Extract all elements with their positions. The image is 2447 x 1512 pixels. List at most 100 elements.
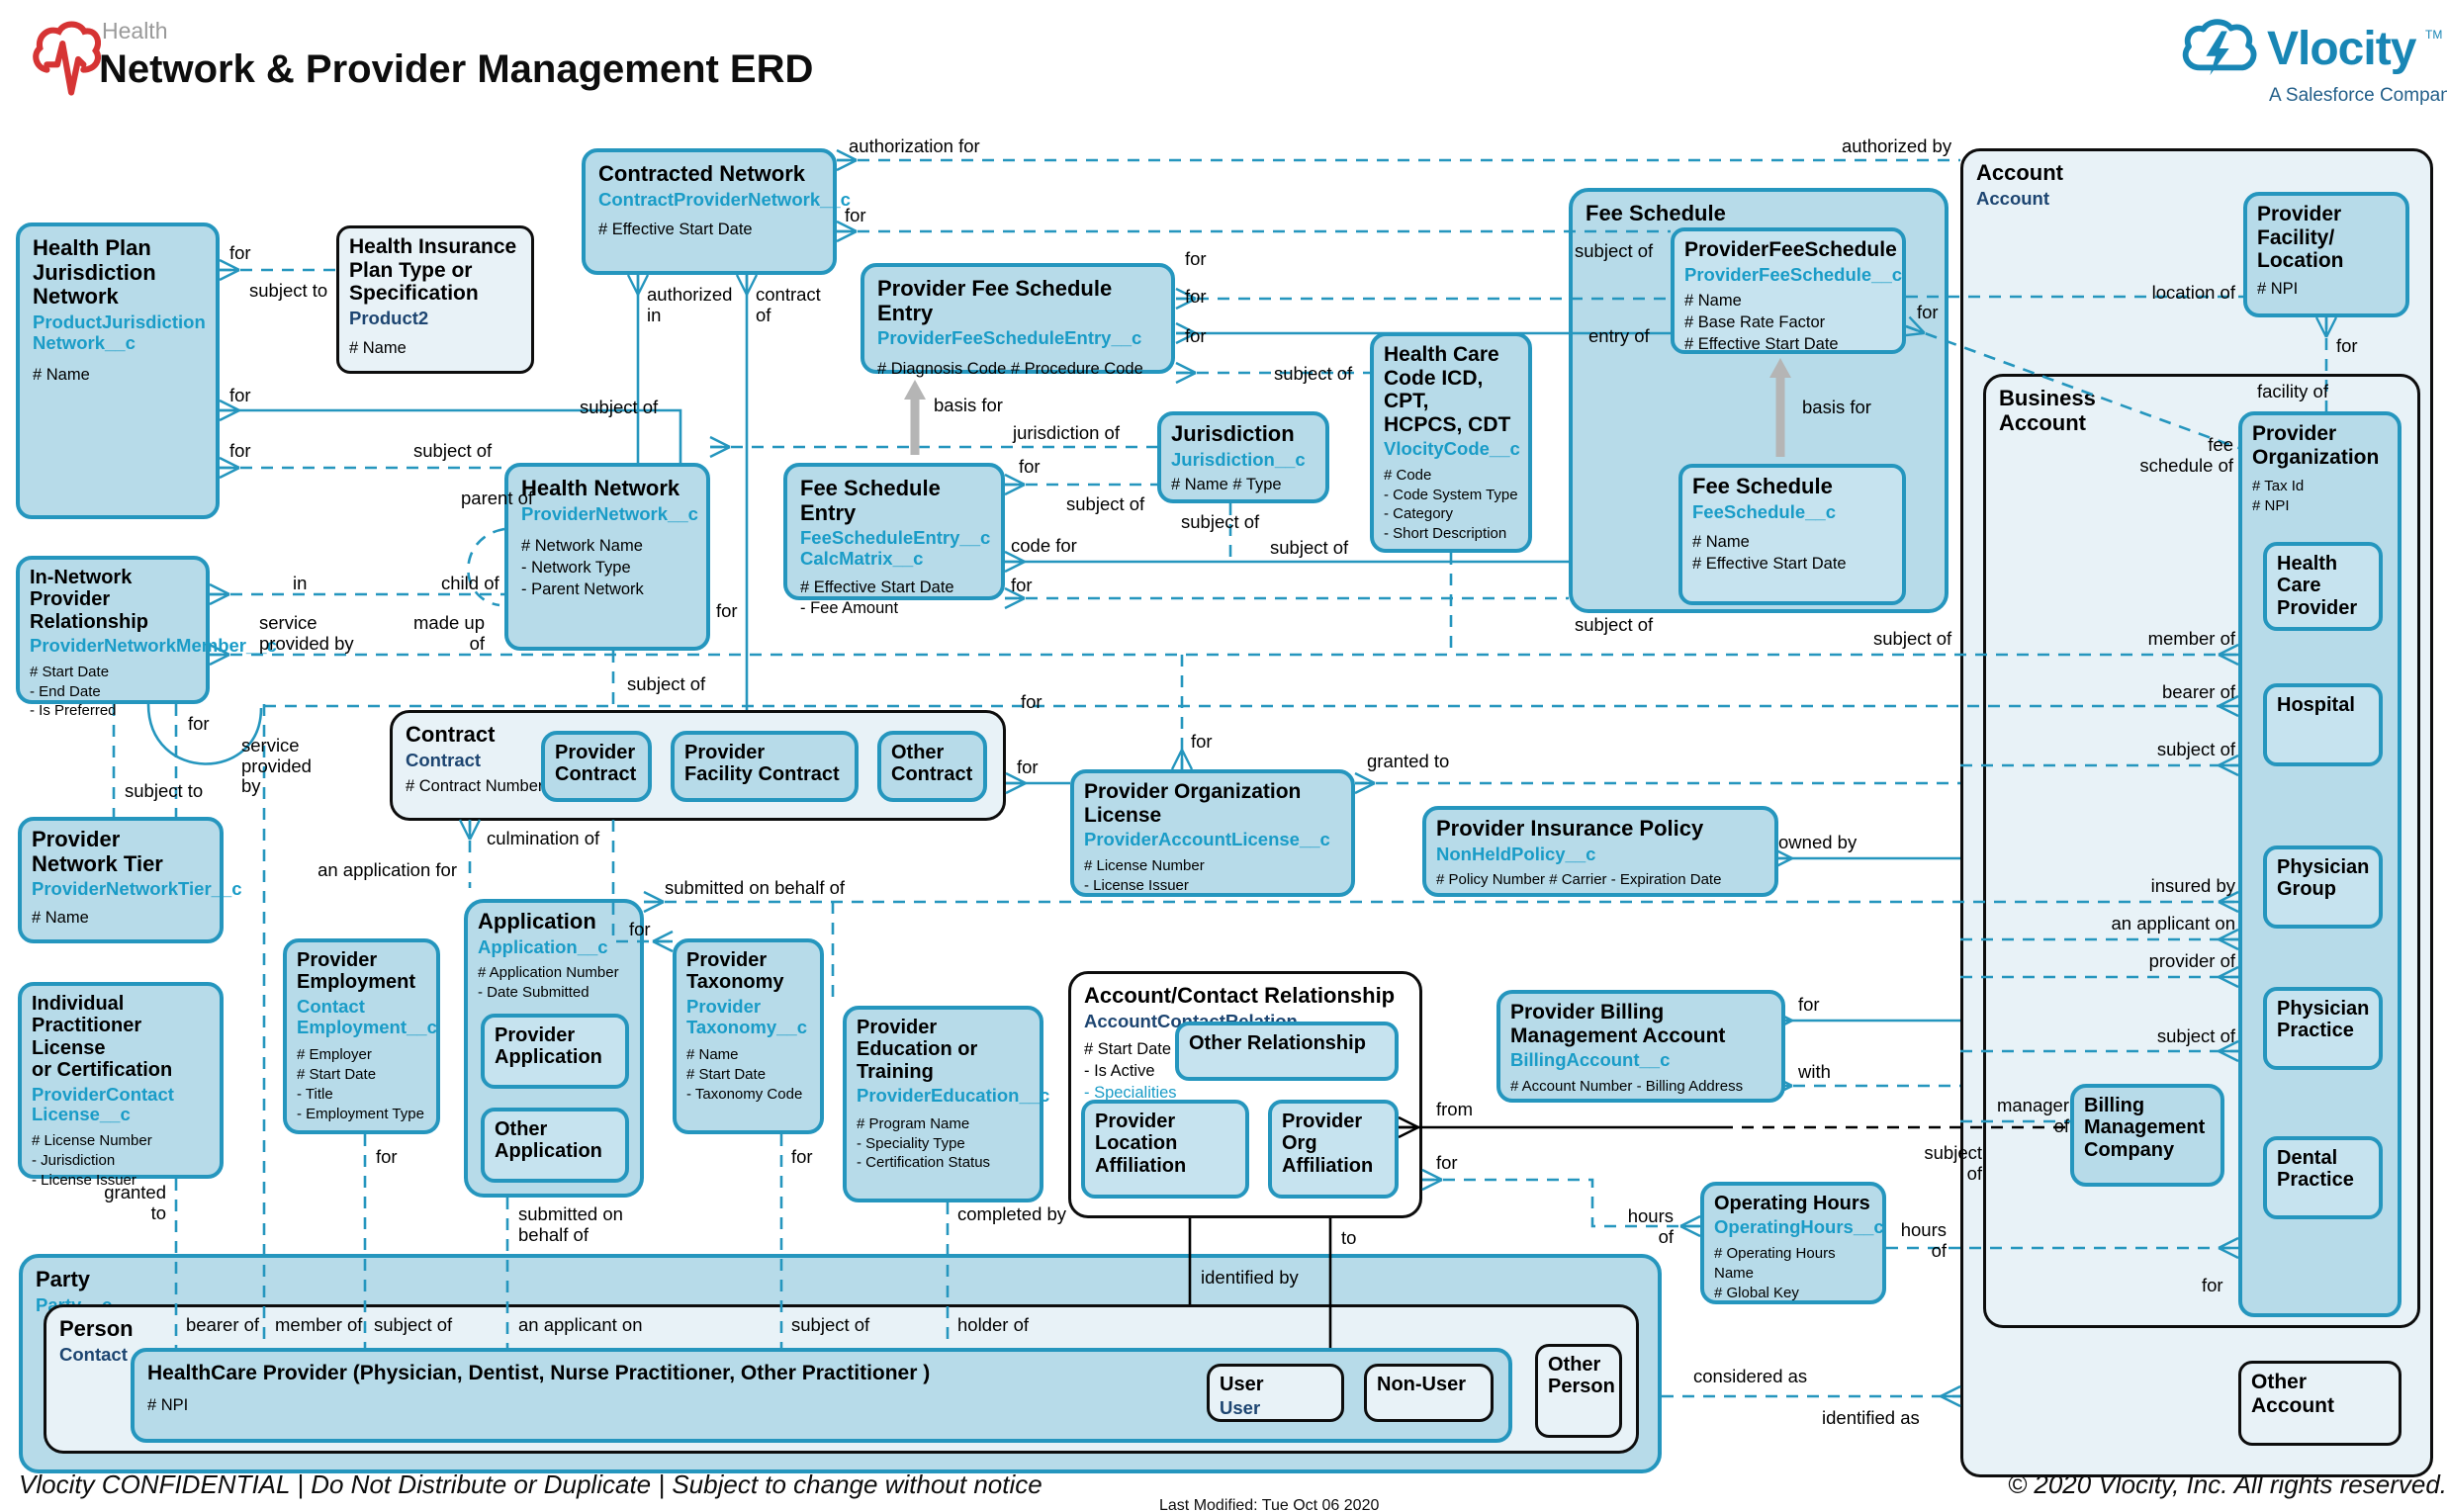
provider-employment-attr-3: - Employment Type: [297, 1105, 424, 1122]
provider-billing-management-account-api-name: BillingAccount__c: [1510, 1049, 1671, 1071]
individual-practitioner-license-title: Individual Practitioner License or Certi…: [32, 993, 173, 1082]
provider-facility-location: Provider Facility/ Location# NPI: [2243, 192, 2409, 317]
provider-organization-attr-0: # Tax Id: [2252, 478, 2305, 495]
fee-schedule-entry-api-name: FeeScheduleEntry__c CalcMatrix__c: [800, 527, 991, 569]
connector-line: [836, 220, 858, 243]
contracted-network-title: Contracted Network: [598, 161, 806, 186]
relationship-label-75: bearer of: [186, 1314, 260, 1335]
relationship-label-67: for: [376, 1146, 398, 1167]
relationship-label-24: parent of: [461, 488, 534, 508]
group-application-api-name: Application__c: [478, 935, 608, 957]
provider-application: Provider Application: [481, 1014, 629, 1089]
relationship-label-43: owned by: [1778, 832, 1858, 852]
connector-line: [1422, 1178, 1700, 1228]
connector-line: [643, 890, 665, 914]
group-contract-title: Contract: [406, 722, 496, 747]
operating-hours-attr-0: # Operating Hours Name: [1714, 1245, 1836, 1282]
in-network-provider-relationship-attr-0: # Start Date: [30, 663, 110, 680]
hospital: Hospital: [2263, 683, 2383, 766]
relationship-label-64: to: [1341, 1227, 1357, 1248]
provider-organization-license-attr-0: # License Number: [1084, 856, 1205, 874]
provider-org-affiliation-title: Provider Org Affiliation: [1282, 1111, 1374, 1177]
relationship-label-8: for: [1185, 286, 1207, 307]
relationship-label-16: location of: [2151, 282, 2235, 303]
relationship-label-32: subject of: [1575, 614, 1654, 635]
group-account-title: Account: [1976, 160, 2063, 185]
relationship-label-70: granted to: [104, 1182, 166, 1223]
basis-for-arrow: [1769, 358, 1791, 378]
relationship-label-21: subject of: [580, 397, 659, 417]
group-person-title: Person: [59, 1316, 134, 1341]
group-account-contact-relationship-attr-2: - Specialities: [1084, 1083, 1177, 1102]
relationship-label-4: subject to: [249, 280, 328, 301]
health-care-code-attr-3: - Short Description: [1384, 525, 1507, 543]
relationship-label-5: authorized in: [647, 284, 733, 325]
connector-line: [219, 456, 240, 480]
provider-fee-schedule-title: ProviderFeeSchedule: [1684, 238, 1897, 261]
connector-line: [1004, 473, 1026, 496]
last-modified-text: Last Modified: Tue Oct 06 2020: [1159, 1497, 1380, 1512]
health-plan-jurisdiction-network-title: Health Plan Jurisdiction Network: [33, 235, 156, 310]
other-contract: Other Contract: [877, 731, 987, 802]
connector-line: [1005, 771, 1027, 795]
individual-practitioner-license-api-name: ProviderContact License__c: [32, 1083, 174, 1125]
salesforce-tagline: A Salesforce Company: [2269, 85, 2447, 106]
relationship-label-40: for: [1017, 756, 1039, 777]
relationship-label-20: for: [229, 385, 251, 405]
group-account-contact-relationship-attr-0: # Start Date: [1084, 1040, 1172, 1059]
physician-group-title: Physician Group: [2277, 856, 2370, 901]
relationship-label-25: jurisdiction of: [1013, 422, 1120, 443]
relationship-label-45: member of: [2147, 628, 2235, 649]
relationship-label-19: fee schedule of: [2139, 434, 2233, 476]
provider-org-affiliation: Provider Org Affiliation: [1268, 1100, 1399, 1199]
relationship-label-59: for: [1436, 1152, 1458, 1173]
connector-line: [2218, 643, 2239, 667]
fee-schedule-entry-attr-0: # Effective Start Date: [800, 578, 954, 596]
relationship-label-35: made up of: [413, 612, 485, 654]
provider-taxonomy-attr-0: # Name: [686, 1046, 739, 1064]
connector-line: [2218, 928, 2239, 951]
connector-line: [2218, 1039, 2239, 1063]
individual-practitioner-license-attr-2: - License Issuer: [32, 1171, 136, 1189]
connector-line: [2218, 890, 2239, 914]
connector-line: [1175, 287, 1197, 311]
group-contract-api-name: Contract: [406, 749, 482, 770]
healthcare-provider-title: HealthCare Provider (Physician, Dentist,…: [147, 1362, 931, 1384]
health-network-attr-2: - Parent Network: [521, 579, 644, 598]
dental-practice-title: Dental Practice: [2277, 1147, 2354, 1192]
other-application-title: Other Application: [495, 1118, 602, 1163]
relationship-label-47: subject of: [2156, 739, 2235, 759]
relationship-label-60: subject of: [1924, 1142, 1982, 1184]
provider-taxonomy-api-name: Provider Taxonomy__c: [686, 995, 808, 1037]
relationship-label-27: subject of: [1066, 493, 1145, 514]
connector-line: [2218, 694, 2239, 718]
billing-management-company: Billing Management Company: [2070, 1084, 2224, 1187]
provider-education-or-training-api-name: ProviderEducation__c: [857, 1085, 1050, 1107]
relationship-label-76: member of: [275, 1314, 363, 1335]
relationship-label-1: authorized by: [1842, 135, 1952, 156]
group-application-title: Application: [478, 909, 596, 934]
group-fee-schedule-title: Fee Schedule: [1586, 201, 1726, 225]
connector-line: [2218, 1236, 2239, 1260]
provider-taxonomy-title: Provider Taxonomy: [686, 949, 784, 994]
relationship-label-63: for: [2202, 1275, 2223, 1295]
fee-schedule-entry-title: Fee Schedule Entry: [800, 476, 941, 525]
relationship-label-7: for: [1185, 248, 1207, 269]
provider-network-tier-api-name: ProviderNetworkTier__c: [32, 878, 242, 900]
relationship-label-14: basis for: [1802, 397, 1871, 417]
provider-organization-license-attr-1: - License Issuer: [1084, 876, 1189, 894]
relationship-label-12: entry of: [1588, 325, 1650, 346]
relationship-label-0: authorization for: [849, 135, 980, 156]
group-contract-attr-0: # Contract Number: [406, 777, 544, 796]
connector-line: [209, 643, 230, 667]
connector-line: [1905, 324, 2239, 450]
provider-employment-attr-0: # Employer: [297, 1046, 372, 1064]
connector-line: [626, 274, 650, 296]
